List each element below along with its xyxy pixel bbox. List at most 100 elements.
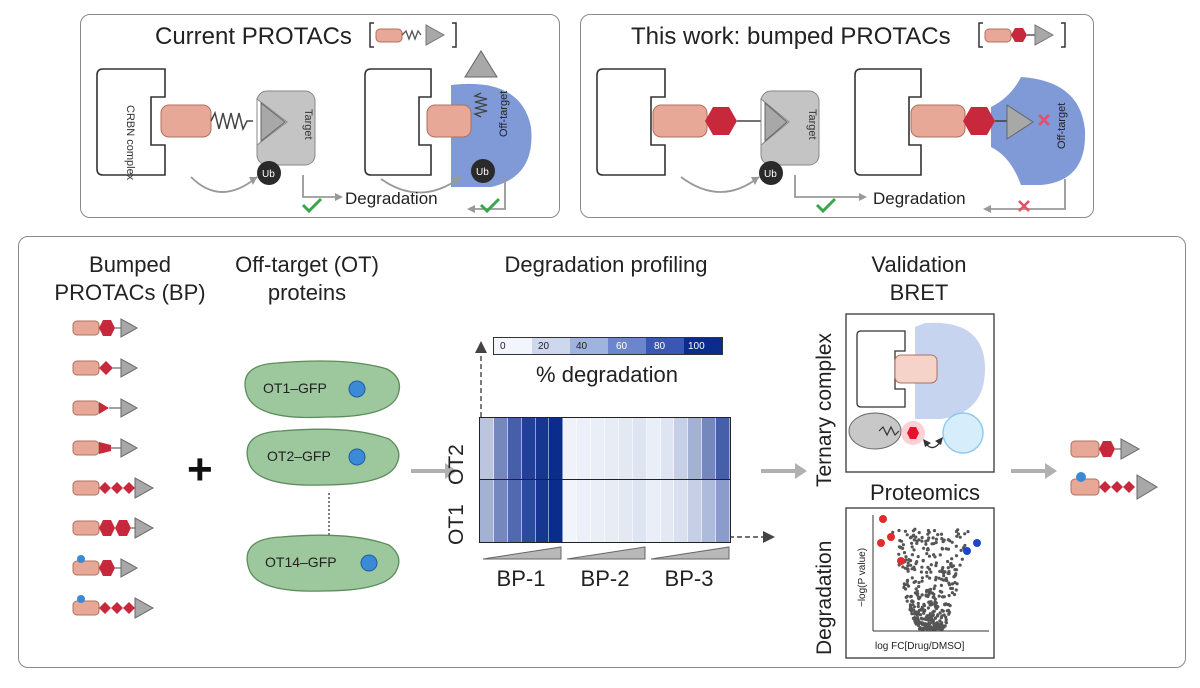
volcano-point: [928, 613, 932, 617]
volcano-point: [940, 608, 944, 612]
heatmap-cell: [646, 480, 661, 542]
heatmap-cell: [549, 418, 564, 479]
volcano-point: [910, 567, 914, 571]
volcano-point: [926, 606, 930, 610]
volcano-point: [901, 546, 905, 550]
volcano-point: [906, 569, 910, 573]
volcano-point: [938, 553, 942, 557]
ot-cell-2: [246, 428, 400, 486]
volcano-point: [912, 580, 916, 584]
volcano-point: [915, 589, 919, 593]
svg-text:Target: Target: [806, 109, 818, 140]
volcano-point: [915, 613, 919, 617]
volcano-point: [943, 570, 947, 574]
volcano-point: [897, 552, 901, 556]
volcano-point: [929, 563, 933, 567]
volcano-point: [916, 623, 920, 627]
volcano-point: [932, 592, 936, 596]
volcano-point: [913, 616, 917, 620]
validation-title: Validation: [871, 252, 967, 277]
volcano-point: [900, 539, 904, 543]
volcano-point: [910, 541, 914, 545]
volcano-point: [934, 564, 938, 568]
target-label: Target: [302, 109, 314, 140]
volcano-point: [942, 538, 946, 542]
bumped-protacs-title: This work: bumped PROTACs: [631, 23, 951, 50]
svg-text:Ub: Ub: [262, 169, 275, 180]
heatmap-cell: [646, 418, 661, 479]
volcano-point: [926, 548, 930, 552]
volcano-point: [942, 613, 946, 617]
volcano-point: [912, 548, 916, 552]
volcano-point: [924, 616, 928, 620]
heatmap-cell: [702, 418, 717, 479]
volcano-point: [966, 530, 970, 534]
volcano-point: [935, 604, 939, 608]
heatmap-cell: [618, 418, 633, 479]
heatmap-cell: [618, 480, 633, 542]
volcano-point: [928, 603, 933, 607]
bp-item-5: [72, 477, 155, 499]
volcano-point: [916, 596, 921, 600]
volcano-point: [942, 574, 946, 578]
volcano-point: [913, 611, 917, 615]
volcano-point: [934, 561, 938, 565]
volcano-hit: [879, 515, 887, 523]
volcano-point: [926, 538, 930, 542]
heatmap-cell: [688, 418, 703, 479]
volcano-point: [909, 595, 913, 599]
volcano-point: [912, 533, 916, 537]
volcano-point: [954, 529, 959, 534]
volcano-point: [905, 582, 909, 587]
heatmap-cell: [480, 480, 494, 542]
volcano-point: [905, 599, 909, 603]
volcano-point: [927, 554, 932, 558]
col-label-bp3: BP-3: [664, 566, 714, 591]
svg-text:Off-target: Off-target: [1056, 103, 1068, 149]
svg-text:Ub: Ub: [476, 167, 489, 178]
linker-spring-2: [472, 92, 488, 118]
crbn-complex-shape-2: [364, 68, 432, 176]
ot-cell-1: [244, 360, 401, 419]
volcano-point: [939, 532, 944, 536]
volcano-point: [945, 579, 949, 583]
degradation-legend: 0 20 40 60 80 100: [493, 337, 723, 355]
ot-item-2: OT2–GFP: [267, 448, 331, 464]
offtarget-label: Off-target: [498, 91, 510, 137]
cross-icon-2: [1018, 200, 1030, 212]
volcano-point: [944, 602, 948, 606]
volcano-point: [925, 589, 929, 594]
volcano-point: [936, 627, 940, 631]
volcano-point: [904, 555, 908, 559]
bp-item-7: [72, 555, 139, 578]
volcano-point: [905, 579, 909, 583]
volcano-points: [891, 527, 970, 631]
volcano-point: [930, 620, 934, 624]
cross-icon: [1038, 114, 1050, 126]
volcano-point: [950, 591, 954, 595]
heatmap-cell: [591, 480, 605, 542]
volcano-point: [903, 566, 908, 570]
volcano-point: [947, 593, 951, 598]
volcano-point: [947, 571, 951, 576]
volcano-point: [916, 601, 920, 606]
volcano-point: [936, 613, 940, 617]
current-protacs-panel: Current PROTACs CRBN complex Target Ub O…: [80, 14, 560, 218]
volcano-point: [950, 564, 955, 568]
volcano-point: [910, 599, 914, 603]
volcano-point: [927, 621, 931, 625]
volcano-point: [944, 621, 948, 625]
bumped-protacs-title-glyph: [978, 22, 1066, 48]
heatmap-cell: [660, 480, 675, 542]
volcano-point: [934, 578, 938, 582]
volcano-point: [954, 544, 958, 548]
volcano-point: [937, 594, 941, 598]
heatmap-cell: [480, 418, 494, 479]
volcano-point: [933, 625, 937, 629]
volcano-point: [914, 562, 918, 566]
volcano-point: [917, 531, 921, 535]
heatmap-cell: [563, 480, 578, 542]
volcano-point: [950, 557, 954, 561]
ternary-side-label: Ternary complex: [813, 332, 836, 487]
heatmap-cell: [521, 418, 536, 479]
